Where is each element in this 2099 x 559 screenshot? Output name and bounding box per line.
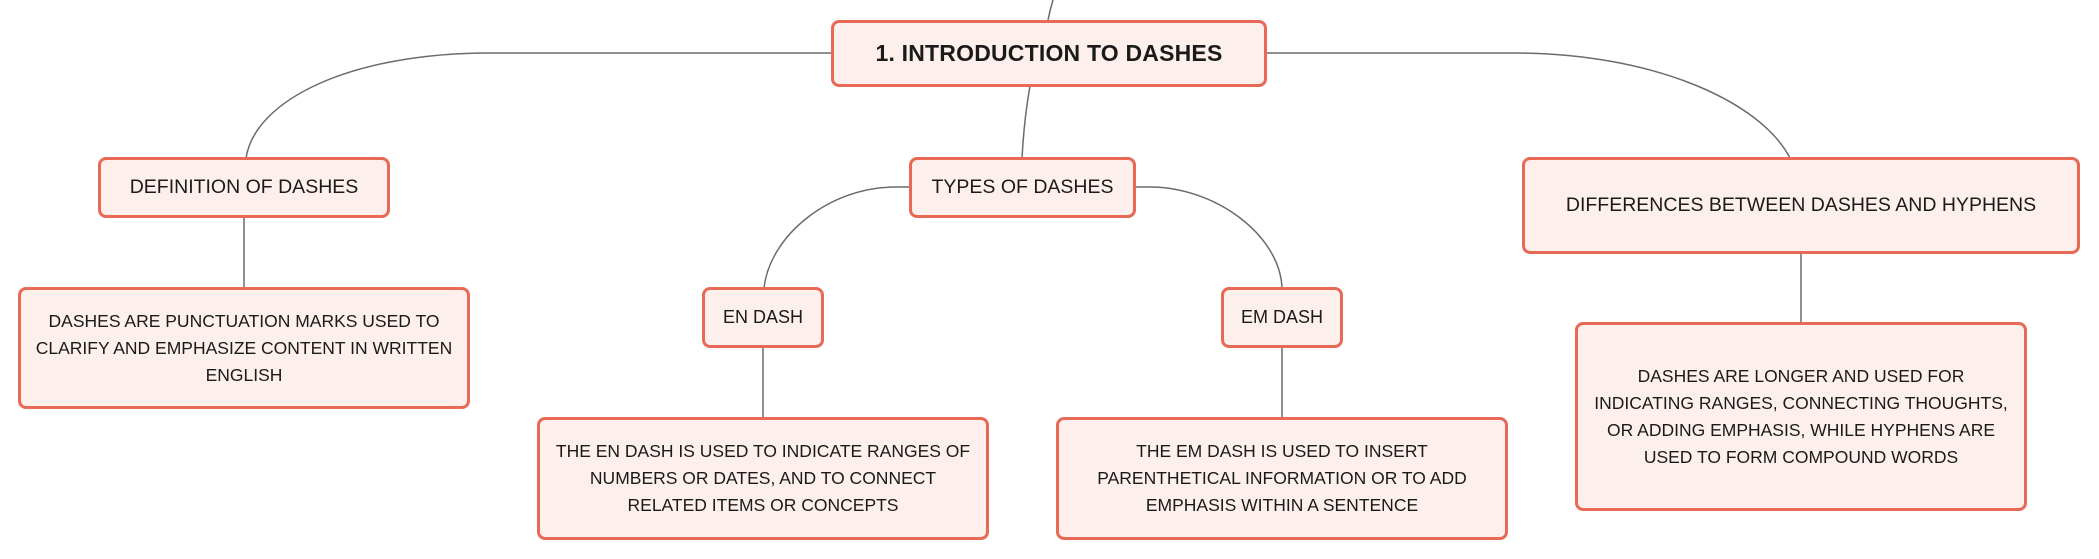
differences-detail-node[interactable]: DASHES ARE LONGER AND USED FOR INDICATIN… [1575, 322, 2027, 511]
definition-node[interactable]: DEFINITION OF DASHES [98, 157, 390, 218]
definition-node-label: DEFINITION OF DASHES [129, 176, 359, 198]
em-dash-node[interactable]: EM DASH [1221, 287, 1343, 348]
en-dash-node[interactable]: EN DASH [702, 287, 824, 348]
connector-root-to-types [1021, 85, 1031, 159]
em-dash-detail-node[interactable]: THE EM DASH IS USED TO INSERT PARENTHETI… [1056, 417, 1508, 540]
en-dash-detail-text: THE EN DASH IS USED TO INDICATE RANGES O… [555, 441, 971, 515]
em-dash-detail-text: THE EM DASH IS USED TO INSERT PARENTHETI… [1097, 441, 1467, 515]
differences-node[interactable]: DIFFERENCES BETWEEN DASHES AND HYPHENS [1522, 157, 2080, 254]
definition-detail-text: DASHES ARE PUNCTUATION MARKS USED TO CLA… [35, 310, 453, 385]
connector-parent-to-root [1047, 0, 1054, 21]
root-node[interactable]: 1. INTRODUCTION TO DASHES [831, 20, 1267, 87]
em-dash-node-label: EM DASH [1240, 307, 1323, 327]
types-node[interactable]: TYPES OF DASHES [909, 157, 1136, 218]
differences-node-label: DIFFERENCES BETWEEN DASHES AND HYPHENS [1565, 194, 2037, 216]
definition-detail-node[interactable]: DASHES ARE PUNCTUATION MARKS USED TO CLA… [18, 287, 470, 409]
connector-types-to-em-dash [1134, 186, 1283, 289]
differences-detail-text: DASHES ARE LONGER AND USED FOR INDICATIN… [1594, 365, 2008, 467]
connector-root-to-definition [245, 52, 832, 159]
connector-types-to-en-dash [763, 186, 911, 289]
types-node-label: TYPES OF DASHES [931, 176, 1114, 198]
en-dash-detail-node[interactable]: THE EN DASH IS USED TO INDICATE RANGES O… [537, 417, 989, 540]
en-dash-node-label: EN DASH [722, 307, 803, 327]
root-node-label: 1. INTRODUCTION TO DASHES [875, 40, 1223, 66]
connector-root-to-differences [1265, 52, 1791, 159]
